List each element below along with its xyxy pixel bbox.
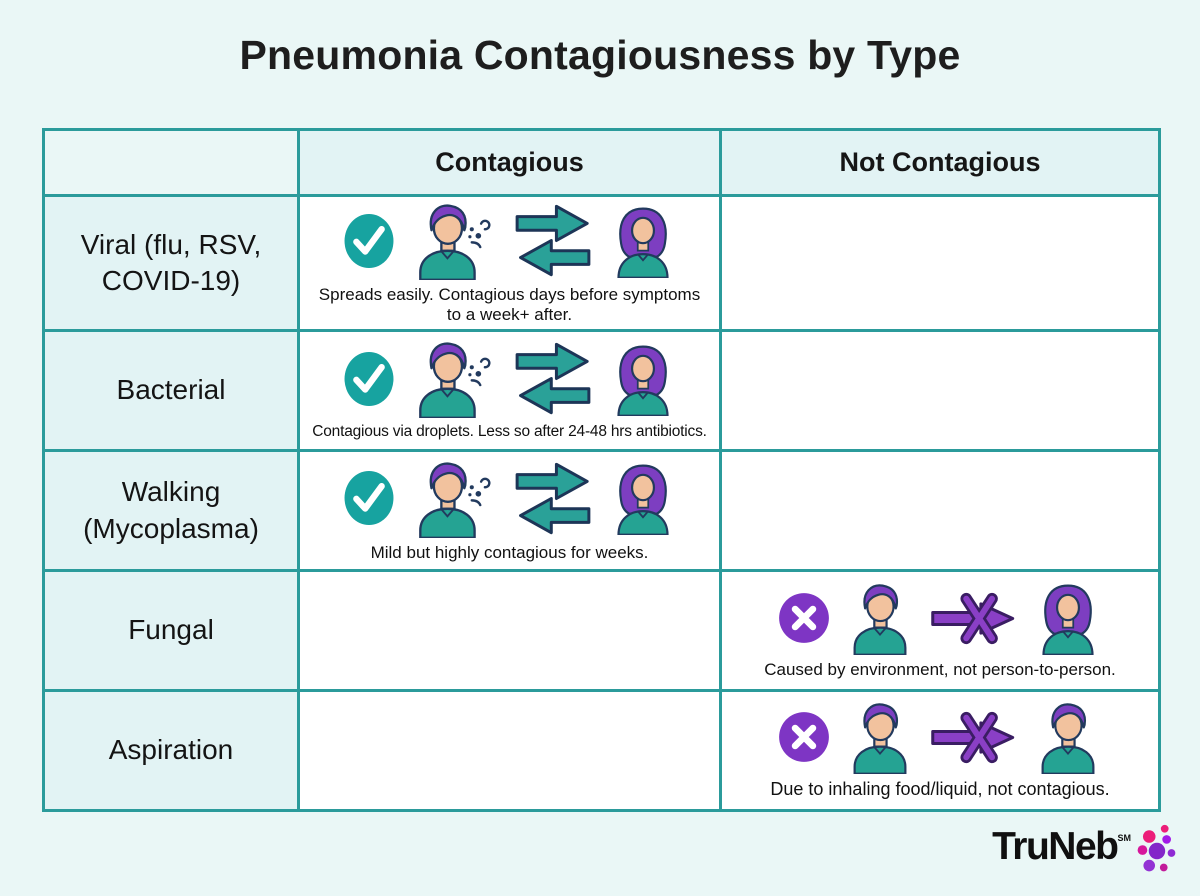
row-label-bacterial: Bacterial xyxy=(42,329,300,453)
cell-viral-contagious: Spreads easily. Contagious days before s… xyxy=(297,193,722,333)
man-sneezing-icon xyxy=(410,339,498,418)
caption: Due to inhaling food/liquid, not contagi… xyxy=(770,779,1110,800)
corner-ghost-cell xyxy=(42,128,300,197)
man-sneezing-icon xyxy=(410,459,498,538)
contagiousness-table: Contagious Not Contagious Viral (flu, RS… xyxy=(42,128,1161,813)
man-icon xyxy=(1033,700,1103,774)
icon-row xyxy=(777,700,1103,774)
column-header-contagious: Contagious xyxy=(297,128,722,197)
table-row: Aspiration Due to inhaling food/liquid, … xyxy=(42,689,1161,813)
table-row: Bacterial Contagious via droplets. Less … xyxy=(42,329,1161,453)
caption: Mild but highly contagious for weeks. xyxy=(370,542,649,562)
table-row: Walking (Mycoplasma) Mild but highly con… xyxy=(42,449,1161,573)
cell-fungal-not-contagious: Caused by environment, not person-to-per… xyxy=(719,569,1161,693)
check-circle-icon xyxy=(342,350,396,408)
check-circle-icon xyxy=(342,212,396,270)
icon-row xyxy=(777,581,1103,655)
brand-name: TruNebSM xyxy=(992,825,1132,868)
cell-bacterial-contagious: Contagious via droplets. Less so after 2… xyxy=(297,329,722,453)
check-circle-icon xyxy=(342,469,396,527)
row-label-aspiration: Aspiration xyxy=(42,689,300,813)
crossed-arrow-icon xyxy=(929,710,1019,765)
cell-aspiration-contagious-empty xyxy=(297,689,722,813)
logo-dots-icon xyxy=(1134,822,1178,882)
icon-row xyxy=(342,459,678,538)
cell-walking-contagious: Mild but highly contagious for weeks. xyxy=(297,449,722,573)
brand-trademark: SM xyxy=(1117,833,1132,843)
caption: Contagious via droplets. Less so after 2… xyxy=(312,423,707,441)
table-row: Fungal Caused by environment, not person… xyxy=(42,569,1161,693)
woman-icon xyxy=(608,204,678,278)
cell-fungal-contagious-empty xyxy=(297,569,722,693)
caption: Caused by environment, not person-to-per… xyxy=(764,660,1116,680)
brand-logo: TruNebSM xyxy=(992,826,1178,882)
row-label-viral: Viral (flu, RSV, COVID-19) xyxy=(42,193,300,333)
row-label-walking: Walking (Mycoplasma) xyxy=(42,449,300,573)
cell-bacterial-not-contagious-empty xyxy=(719,329,1161,453)
woman-icon xyxy=(1033,581,1103,655)
x-circle-icon xyxy=(777,591,831,645)
man-sneezing-icon xyxy=(410,201,498,280)
man-icon xyxy=(845,700,915,774)
column-header-not-contagious: Not Contagious xyxy=(719,128,1161,197)
infographic-title: Pneumonia Contagiousness by Type xyxy=(239,32,961,78)
table-row: Viral (flu, RSV, COVID-19) Spreads easil… xyxy=(42,193,1161,333)
woman-icon xyxy=(608,461,678,535)
x-circle-icon xyxy=(777,710,831,764)
cell-walking-not-contagious-empty xyxy=(719,449,1161,573)
two-way-arrows-icon xyxy=(512,340,594,417)
caption: Spreads easily. Contagious days before s… xyxy=(318,285,701,325)
man-icon xyxy=(845,581,915,655)
cell-aspiration-not-contagious: Due to inhaling food/liquid, not contagi… xyxy=(719,689,1161,813)
woman-icon xyxy=(608,342,678,416)
cell-viral-not-contagious-empty xyxy=(719,193,1161,333)
crossed-arrow-icon xyxy=(929,591,1019,646)
icon-row xyxy=(342,339,678,418)
two-way-arrows-icon xyxy=(512,202,594,279)
two-way-arrows-icon xyxy=(512,460,594,537)
row-label-fungal: Fungal xyxy=(42,569,300,693)
icon-row xyxy=(342,201,678,280)
